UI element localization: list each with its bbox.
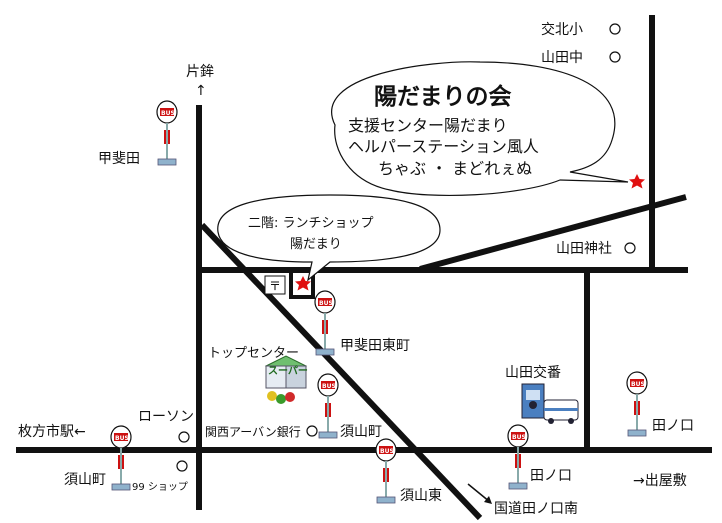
roads	[16, 15, 712, 521]
svg-text:スーパー: スーパー	[268, 365, 308, 377]
supermarket-icon: スーパー	[264, 355, 308, 404]
katahoko-label: 片鉾	[186, 64, 214, 80]
svg-text:BUS: BUS	[161, 110, 175, 117]
hirakata-station-label: 枚方市駅←	[18, 423, 86, 440]
circle-marker-icon	[178, 431, 190, 443]
bus-stop-tanokuchi-bottom: BUS	[507, 424, 529, 490]
kouhoku-school-label: 交北小	[541, 21, 583, 38]
svg-text:BUS: BUS	[319, 300, 333, 307]
callout-hidamari: 陽だまりの会 支援センター陽だまり ヘルパーステーション風人 ちゃぶ ・ まどれ…	[331, 61, 629, 197]
svg-text:BUS: BUS	[380, 448, 394, 455]
road-diagonal-main	[199, 222, 483, 521]
bus-stop-kaidenhigashi: BUS	[314, 290, 336, 356]
suyamacho-stop-label: 須山町	[340, 424, 382, 440]
lawson-label: ローソン	[138, 409, 194, 425]
callout-lunch: 二階: ランチショップ 陽だまり	[217, 194, 441, 282]
deyashiki-label: →出屋敷	[633, 473, 687, 489]
callout-title: 陽だまりの会	[374, 83, 512, 110]
callout-line-1: 支援センター陽だまり	[348, 116, 508, 135]
circle-marker-icon	[176, 460, 188, 472]
road-diagonal-upper	[419, 194, 687, 272]
yamada-koban-label: 山田交番	[505, 364, 561, 381]
yamada-junior-label: 山田中	[541, 50, 583, 66]
suyama-higashi-label: 須山東	[400, 488, 442, 504]
kaiden-label: 甲斐田	[98, 151, 140, 167]
svg-text:BUS: BUS	[115, 435, 129, 442]
circle-marker-icon	[306, 425, 318, 437]
kaidenhigashi-label: 甲斐田東町	[340, 338, 410, 354]
block-outline	[289, 268, 315, 299]
bus-stop-suyamacho: BUS	[317, 373, 339, 439]
svg-text:BUS: BUS	[512, 434, 526, 441]
bus-stop-suyamacho-left: BUS	[110, 425, 132, 491]
lunch-line-2: 陽だまり	[290, 237, 342, 252]
kansai-urban-bank-label: 関西アーバン銀行	[205, 425, 301, 439]
callout-line-3: ちゃぶ ・ まどれぇぬ	[378, 159, 532, 178]
route-taguchi-minami-label: 国道田ノ口南	[494, 501, 578, 517]
star-marker-icon	[629, 174, 645, 189]
post-office-box	[264, 275, 286, 295]
shop99-label: 99 ショップ	[132, 481, 188, 493]
circle-marker-icon	[624, 242, 636, 254]
lunch-line-1: 二階: ランチショップ	[248, 216, 374, 231]
tanokuchi-right-label: 田ノ口	[652, 418, 694, 434]
bus-stop-tanokuchi-right: BUS	[626, 371, 648, 437]
bus-stop-kaiden: BUS	[156, 100, 178, 166]
top-center-label: トップセンター	[208, 346, 299, 361]
police-box-icon	[521, 383, 579, 424]
svg-text:BUS: BUS	[631, 381, 645, 388]
bus-stop-suyama-higashi: BUS	[375, 438, 397, 504]
yamada-shrine-label: 山田神社	[556, 241, 612, 257]
arrow-head-icon	[484, 496, 492, 504]
callout-line-2: ヘルパーステーション風人	[348, 137, 539, 156]
arrow-diagonal-icon	[467, 483, 491, 503]
circle-marker-icon	[609, 23, 621, 35]
arrow-up-icon: ↑	[195, 83, 207, 99]
svg-text:BUS: BUS	[322, 383, 336, 390]
star-marker-icon	[295, 276, 311, 291]
tanokuchi-bottom-label: 田ノ口	[530, 468, 572, 484]
circle-marker-icon	[609, 51, 621, 63]
post-office-icon: 〒	[269, 279, 281, 293]
suyamacho-left-label: 須山町	[64, 472, 106, 488]
